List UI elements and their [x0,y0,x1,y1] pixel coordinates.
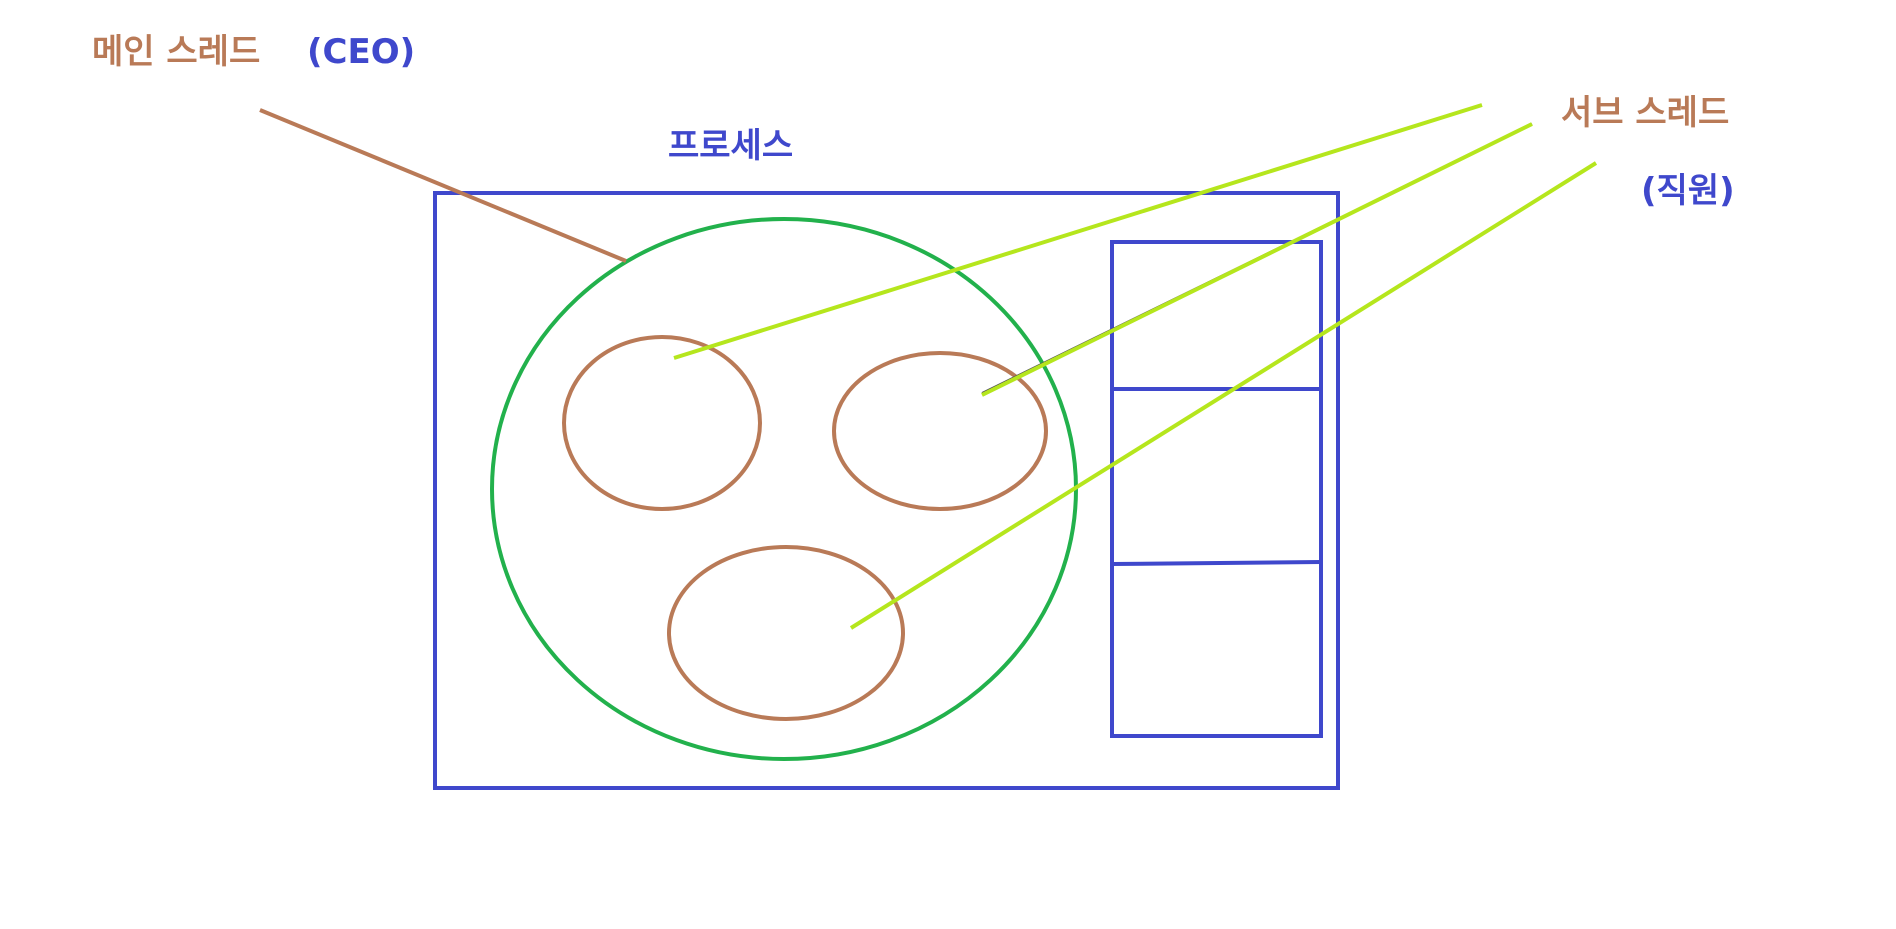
sub-thread-pointer-1 [673,103,1483,360]
sub-thread-ellipse-2 [832,351,1048,511]
main-thread-role-label: (CEO) [307,32,415,72]
sub-thread-pointer-2 [981,122,1533,397]
sub-thread-ellipse-3 [667,545,905,721]
sub-thread-ellipse-1 [562,335,762,511]
main-thread-label: 메인 스레드 [92,32,260,72]
memory-divider-2 [1111,560,1322,566]
process-label: 프로세스 [668,126,793,166]
main-thread-pointer [259,108,627,263]
process-box [433,191,1340,790]
sub-thread-pointer-3 [849,161,1598,630]
main-thread-circle [490,217,1078,761]
memory-column [1110,240,1323,738]
sub-thread-role-label: (직원) [1641,171,1735,211]
sub-thread-label: 서브 스레드 [1561,93,1729,133]
